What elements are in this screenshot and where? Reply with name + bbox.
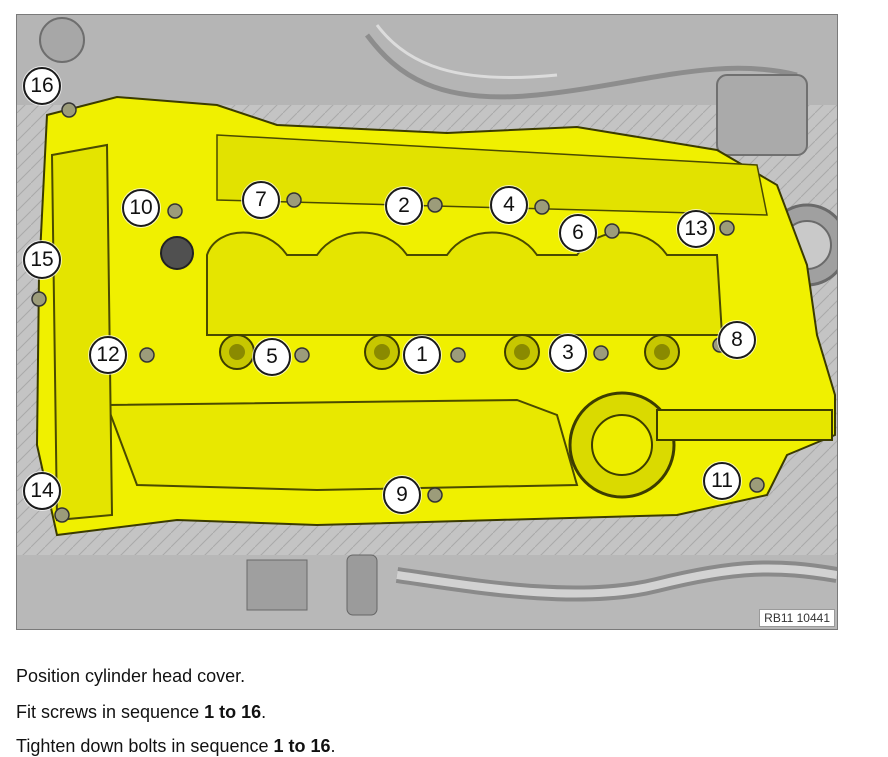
bolt-callout-5: 5 <box>253 338 291 376</box>
bolt-callout-14: 14 <box>23 472 61 510</box>
bolt-callout-7: 7 <box>242 181 280 219</box>
bolt-callout-4: 4 <box>490 186 528 224</box>
sequence-range: 1 to 16 <box>204 702 262 722</box>
engine-diagram: 1 2 3 4 5 6 7 8 9 10 11 12 13 14 15 16 R… <box>16 14 838 630</box>
instruction-punctuation: . <box>330 736 336 756</box>
instruction-text: Position cylinder head cover. <box>16 666 246 686</box>
instruction-text: Fit screws in sequence <box>16 702 205 722</box>
bolt-callout-3: 3 <box>549 334 587 372</box>
bolt-callout-16: 16 <box>23 67 61 105</box>
bolt-callout-8: 8 <box>718 321 756 359</box>
bolt-callout-15: 15 <box>23 241 61 279</box>
sequence-range: 1 to 16 <box>273 736 331 756</box>
instruction-line-3: Tighten down bolts in sequence 1 to 16. <box>16 736 336 757</box>
instruction-punctuation: . <box>261 702 267 722</box>
bolt-callout-6: 6 <box>559 214 597 252</box>
bolt-callout-12: 12 <box>89 336 127 374</box>
instruction-line-2: Fit screws in sequence 1 to 16. <box>16 702 266 723</box>
bolt-callout-2: 2 <box>385 187 423 225</box>
bolt-callout-13: 13 <box>677 210 715 248</box>
figure-reference: RB11 10441 <box>759 609 835 627</box>
instruction-text: Tighten down bolts in sequence <box>16 736 274 756</box>
bolt-callout-11: 11 <box>703 462 741 500</box>
instruction-line-1: Position cylinder head cover. <box>16 666 245 687</box>
bolt-callout-9: 9 <box>383 476 421 514</box>
bolt-callout-10: 10 <box>122 189 160 227</box>
engine-illustration <box>17 15 837 629</box>
bolt-callout-1: 1 <box>403 336 441 374</box>
